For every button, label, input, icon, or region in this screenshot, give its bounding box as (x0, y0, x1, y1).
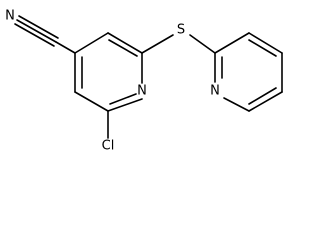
ring-n-label: N (137, 84, 147, 99)
bonds (14, 15, 283, 139)
atom-labels: N N N S Cl (5, 9, 220, 154)
nitrile-bond-1 (16, 19, 57, 43)
ring-bond-n1-c2 (107, 98, 143, 112)
nitrile-bond-2 (14, 23, 55, 47)
nitrile-n-label: N (5, 9, 15, 24)
pyridyl-bond-5 (223, 97, 250, 112)
chlorine-label: Cl (102, 139, 115, 154)
ring-bond-c5-c6 (107, 32, 143, 54)
s-pyridyl-bond (189, 34, 216, 54)
pyridyl-bond-1 (214, 32, 250, 54)
pyridyl-bond-4 (248, 91, 283, 112)
nitrile-ring-bond (55, 41, 76, 54)
nitrile-bond-3 (18, 15, 59, 39)
ring-bond-n1-c2-inner (109, 93, 137, 105)
pyridyl-bond-4-inner (248, 87, 277, 105)
pyridyl-bond-2 (248, 32, 283, 54)
pyridyl-bond-2-inner (248, 39, 277, 57)
c6-s-bond (141, 34, 174, 54)
ring-bond-c4-c5 (74, 32, 109, 54)
sulfur-label: S (177, 23, 185, 38)
pyridyl-n-label: N (210, 84, 220, 99)
ring-bond-c5-c6-inner (108, 39, 138, 57)
chemical-structure: N N N S Cl (5, 9, 283, 154)
ring-bond-c2-c3 (74, 91, 109, 112)
